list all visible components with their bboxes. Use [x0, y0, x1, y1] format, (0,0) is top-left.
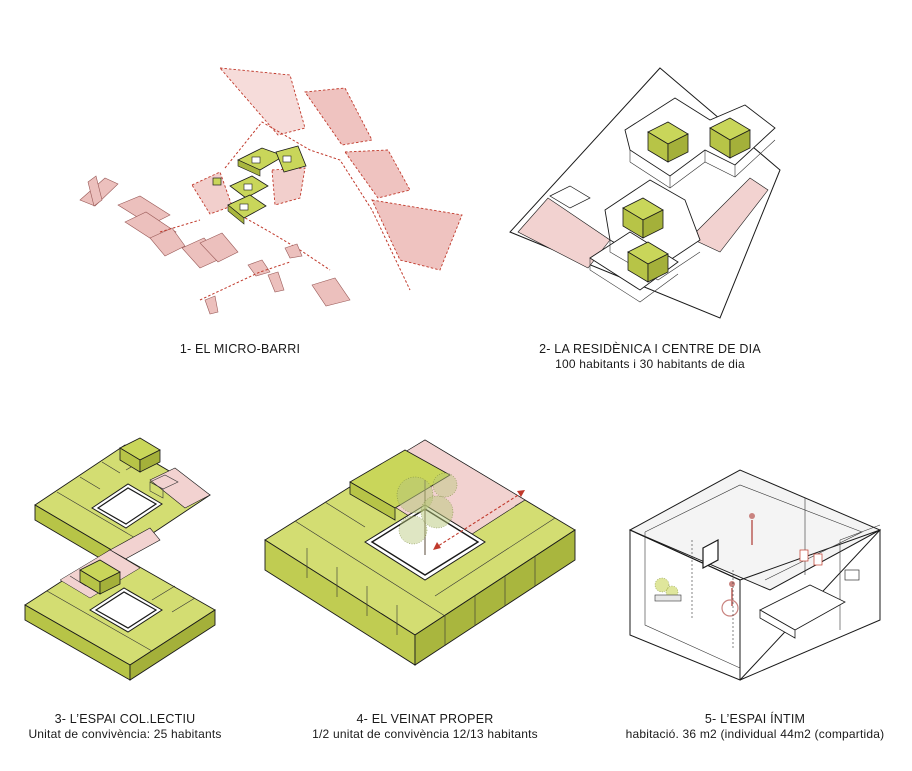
arrow-icon	[433, 490, 525, 550]
panel-espai-collectiu: 3- L’ESPAI COL.LECTIU Unitat de convivèn…	[0, 420, 250, 760]
wheelchair-icon	[721, 581, 739, 617]
panel-subtitle: Unitat de convivència: 25 habitants	[28, 727, 222, 741]
caption-espai-collectiu: 3- L’ESPAI COL.LECTIU Unitat de convivèn…	[0, 712, 250, 742]
panel-veinat-proper: 4- EL VEINAT PROPER 1/2 unitat de conviv…	[255, 420, 595, 760]
residence-blocks	[212, 145, 307, 225]
micro-barri-diagram	[79, 67, 463, 315]
person-figure	[749, 513, 755, 545]
panel-title: 3- L’ESPAI COL.LECTIU	[54, 712, 196, 726]
panel-subtitle: 100 habitants i 30 habitants de dia	[555, 357, 745, 371]
panel-residencia: 2- LA RESIDÈNICA I CENTRE DE DIA 100 hab…	[480, 0, 912, 380]
green-patios	[622, 117, 751, 283]
panel-subtitle: 1/2 unitat de convivència 12/13 habitant…	[312, 727, 538, 741]
urban-plots	[191, 67, 463, 291]
caption-espai-intim: 5- L’ESPAI ÍNTIM habitació. 36 m2 (indiv…	[602, 712, 908, 742]
veinat-proper-diagram	[264, 439, 576, 666]
plot-west	[191, 171, 233, 215]
panel-title: 4- EL VEINAT PROPER	[356, 712, 494, 726]
lower-unit	[24, 549, 216, 681]
plot-north	[218, 67, 306, 136]
tree-icon	[396, 472, 458, 555]
plot-north-east	[304, 87, 373, 146]
panel-title: 2- LA RESIDÈNICA I CENTRE DE DIA	[539, 342, 761, 356]
plot-south	[271, 167, 306, 206]
residencia-diagram	[509, 67, 781, 319]
garden-east	[689, 177, 769, 253]
panel-title: 5- L’ESPAI ÍNTIM	[704, 712, 806, 726]
espai-intim-diagram	[628, 469, 882, 681]
existing-buildings	[79, 175, 351, 315]
panel-subtitle: habitació. 36 m2 (individual 44m2 (compa…	[625, 727, 885, 741]
panel-espai-intim: 5- L’ESPAI ÍNTIM habitació. 36 m2 (indiv…	[600, 420, 912, 760]
plant	[654, 577, 682, 602]
panel-title: 1- EL MICRO-BARRI	[179, 342, 301, 356]
panel-micro-barri: 1- EL MICRO-BARRI	[0, 0, 470, 356]
plot-south-east	[371, 199, 463, 271]
module-lines	[294, 499, 556, 646]
espai-collectiu-diagram	[24, 437, 216, 681]
caption-residencia: 2- LA RESIDÈNICA I CENTRE DE DIA 100 hab…	[500, 342, 800, 372]
caption-micro-barri: 1- EL MICRO-BARRI	[130, 342, 350, 357]
upper-unit	[34, 437, 211, 571]
caption-veinat-proper: 4- EL VEINAT PROPER 1/2 unitat de conviv…	[270, 712, 580, 742]
plot-east	[344, 149, 411, 199]
